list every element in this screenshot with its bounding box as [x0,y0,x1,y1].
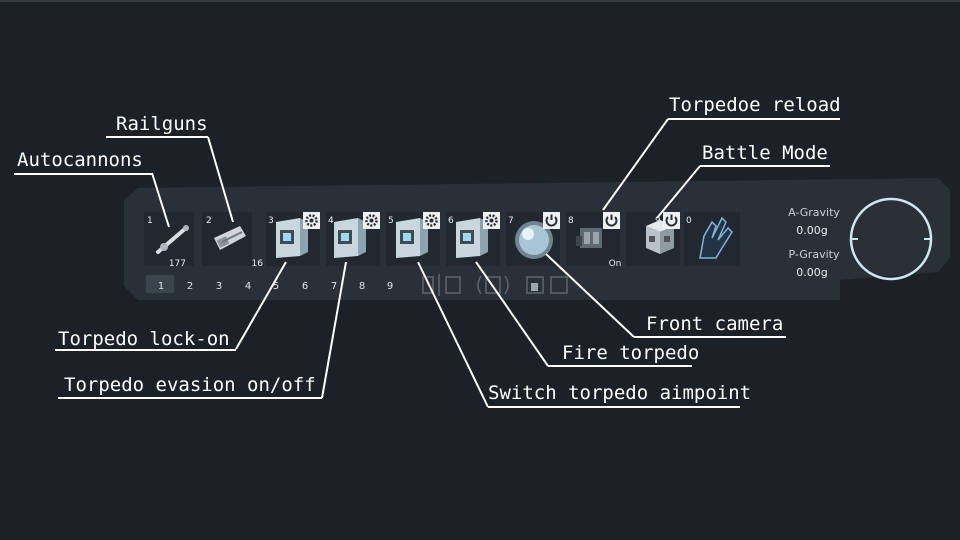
hotbar-slot-9[interactable]: 9 [626,212,680,266]
slot-number: 8 [568,216,574,226]
hotbar-slot-6[interactable]: 6 [446,212,500,266]
hotbar-slot-2[interactable]: 2 16 [202,212,263,269]
camera-sphere-icon [515,221,553,259]
gravity-readout: A-Gravity 0.00g P-Gravity 0.00g [788,206,840,279]
leader-railguns [207,136,234,223]
power-toggle-icon [603,212,620,229]
power-toggle-icon [663,212,680,229]
callout-torpedo-reload: Torpedoe reload [668,94,841,120]
power-toggle-icon [543,212,560,229]
callout-torpedo-lock-on: Torpedo lock-on [55,328,236,351]
callout-fire-torpedo-text: Fire torpedo [562,342,699,364]
slot-number: 1 [147,216,153,226]
leader-torpedo-lock-on [235,261,287,350]
callout-fire-torpedo: Fire torpedo [548,342,699,367]
page-3[interactable]: 3 [216,281,222,292]
gear-icon [423,212,440,229]
page-2[interactable]: 2 [187,281,193,292]
toolbar-page-selector: 1 2 3 4 5 6 7 8 9 [146,275,393,293]
grab-hand-icon [699,216,733,259]
railgun-icon [214,226,246,250]
planetary-gravity-value: 0.00g [796,266,827,279]
artificial-gravity-label: A-Gravity [788,206,840,219]
gravity-compass-icon [849,197,933,281]
ammo-count: 16 [252,259,264,269]
slot-number: 7 [508,216,514,226]
planetary-gravity-label: P-Gravity [789,248,840,261]
ammo-count: 177 [169,259,186,269]
page-4[interactable]: 4 [245,281,251,292]
leader-front-camera [545,253,635,338]
gear-icon [483,212,500,229]
page-9[interactable]: 9 [387,281,393,292]
callout-front-camera-text: Front camera [646,313,783,335]
leader-switch-aimpoint [417,261,489,408]
gear-icon [363,212,380,229]
artificial-gravity-value: 0.00g [796,224,827,237]
leader-torpedo-reload [602,118,669,211]
mode-bracket-icon [477,275,509,295]
callout-railguns-text: Railguns [116,113,208,135]
callout-torpedo-reload-text: Torpedoe reload [669,94,841,116]
leader-battle-mode [656,165,701,219]
page-8[interactable]: 8 [359,281,365,292]
mode-split-icon [422,274,461,296]
callout-autocannons-text: Autocannons [17,149,143,171]
hotbar-slot-4[interactable]: 4 [326,212,380,266]
slot-number: 4 [328,216,334,226]
status-text: On [609,259,622,269]
callout-labels: Autocannons Railguns Torpedo lock-on Tor… [14,94,841,408]
slot-number: 6 [448,216,454,226]
page-5[interactable]: 5 [273,281,279,292]
hotbar-slot-8[interactable]: 8 On [566,212,621,269]
slot-number: 5 [388,216,394,226]
page-1[interactable]: 1 [158,281,164,292]
autocannon-icon [156,225,189,254]
leader-fire-torpedo [475,261,549,367]
callout-torpedo-lock-on-text: Torpedo lock-on [58,328,230,350]
hotbar-slot-7[interactable]: 7 [506,212,560,266]
slot-number: 2 [206,216,212,226]
torpedo-block-icon [334,218,366,258]
callout-front-camera: Front camera [634,313,786,338]
callout-switch-aimpoint: Switch torpedo aimpoint [488,382,751,408]
torpedo-block-icon [276,218,308,258]
selected-page-highlight [146,275,174,293]
page-6[interactable]: 6 [302,281,308,292]
slot-number: 0 [686,216,692,226]
callout-leaders [151,118,701,408]
leader-torpedo-evasion [321,261,347,399]
gear-icon [303,212,320,229]
callout-torpedo-evasion-text: Torpedo evasion on/off [64,374,316,396]
callout-battle-mode-text: Battle Mode [702,142,828,164]
callout-autocannons: Autocannons [14,149,152,175]
reload-mechanism-icon [576,228,602,248]
hotbar-slots: 1 177 2 16 3 [144,212,740,269]
callout-railguns: Railguns [106,113,208,138]
leader-autocannons [151,172,170,228]
hotbar-slot-1[interactable]: 1 177 [144,212,194,269]
hotbar-slot-5[interactable]: 5 [386,212,440,266]
hotbar-slot-0[interactable]: 0 [684,212,740,266]
slot-number: 3 [268,216,274,226]
hotbar-slot-3[interactable]: 3 [266,212,320,266]
callout-torpedo-evasion: Torpedo evasion on/off [58,374,322,399]
callout-switch-aimpoint-text: Switch torpedo aimpoint [488,382,751,404]
mode-block-icon [526,276,568,294]
ship-mode-indicators [422,274,568,296]
page-7[interactable]: 7 [331,281,337,292]
callout-battle-mode: Battle Mode [700,142,830,167]
